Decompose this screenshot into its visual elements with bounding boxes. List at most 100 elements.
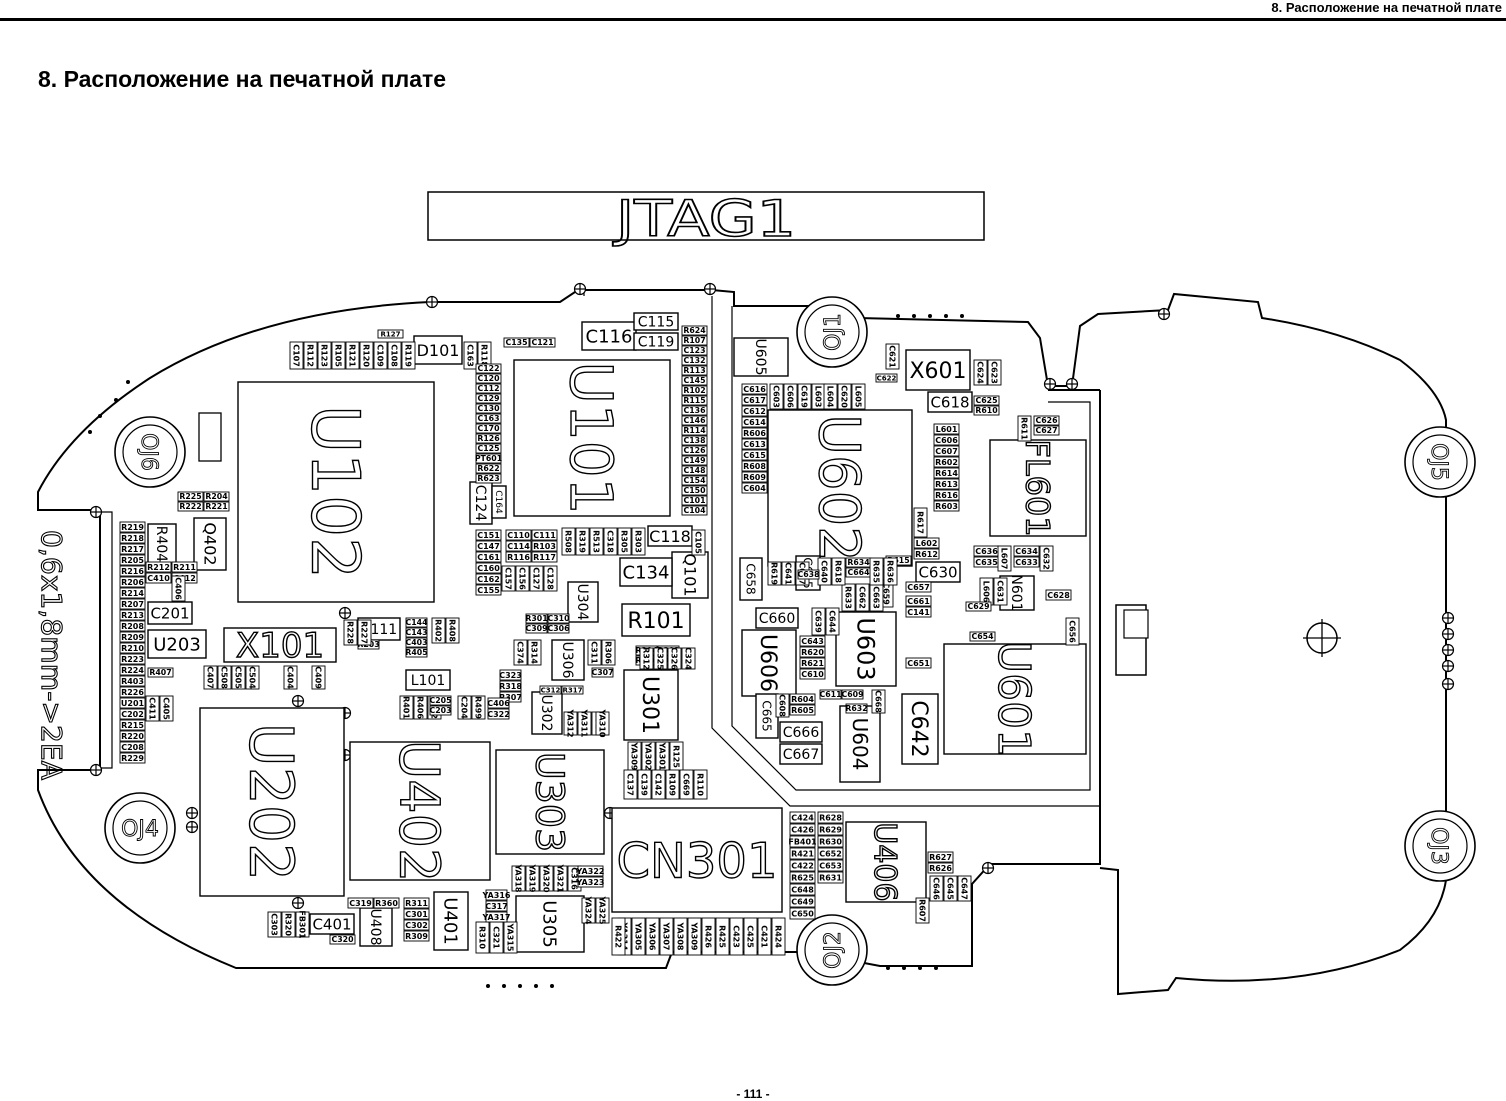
passive-r205: R205: [119, 554, 146, 566]
passive-label: R112: [306, 344, 315, 367]
component-label: FL601: [1018, 439, 1056, 536]
passive-label: C669: [682, 773, 691, 796]
passive-c109: C109: [373, 341, 388, 370]
passive-c139: C139: [637, 769, 652, 800]
passive-label: C150: [684, 486, 707, 495]
passive-label: R636: [886, 560, 895, 583]
component-u301: U301: [623, 669, 679, 741]
passive-label: C650: [791, 909, 814, 918]
passive-label: C320: [332, 935, 355, 944]
component-label: N601: [1008, 574, 1024, 611]
passive-r633: R633: [841, 583, 856, 612]
passive-label: R631: [819, 873, 842, 882]
passive-c303: C303: [267, 911, 282, 938]
passive-c650: C650: [789, 907, 816, 920]
passive-label: C130: [478, 404, 501, 413]
passive-label: R105: [334, 344, 343, 367]
passive-label: C325: [656, 647, 665, 670]
passive-c112: C112: [475, 383, 502, 394]
passive-r630: R630: [817, 835, 844, 848]
passive-label: PT601: [475, 454, 502, 463]
passive-label: C629: [968, 602, 990, 611]
component-c642: C642: [901, 693, 939, 765]
passive-label: YA305: [634, 922, 643, 951]
passive-label: C406: [487, 699, 510, 708]
component-label: U602: [806, 414, 871, 562]
passive-label: C317: [485, 902, 508, 911]
passive-c142: C142: [651, 769, 666, 800]
jtag-box: [427, 191, 985, 241]
passive-c607: C607: [933, 445, 960, 457]
passive-label: YA318: [514, 864, 523, 893]
passive-label: R207: [121, 600, 144, 609]
passive-label: R620: [801, 648, 824, 657]
passive-c208: C208: [119, 741, 146, 753]
passive-c405: C405: [159, 695, 174, 722]
passive-ya324: YA324: [581, 896, 596, 925]
passive-r303: R303: [631, 527, 646, 556]
passive-r425: R425: [715, 917, 730, 956]
passive-label: YA320: [542, 864, 551, 893]
component-r404: R404: [147, 523, 177, 565]
passive-label: C606: [935, 436, 958, 445]
passive-c612: C612: [741, 405, 768, 417]
passive-label: C603: [772, 385, 781, 408]
passive-c155: C155: [475, 584, 502, 596]
mount-hole-label: OJ4: [121, 817, 159, 842]
passive-label: C108: [390, 344, 399, 367]
board-outline: [37, 289, 1447, 996]
passive-label: R306: [604, 641, 613, 664]
passive-label: C127: [532, 567, 541, 590]
component-u102: U102: [237, 381, 435, 603]
passive-label: C147: [477, 542, 500, 551]
passive-r624: R624: [681, 325, 708, 336]
passive-r309: R309: [403, 930, 430, 942]
passive-c632: C632: [1039, 545, 1054, 572]
component-label: C164: [493, 490, 503, 514]
component-label: U408: [367, 909, 383, 946]
passive-label: R426: [704, 925, 713, 948]
passive-c132: C132: [681, 355, 708, 366]
passive-label: R110: [696, 773, 705, 796]
passive-label: R218: [121, 534, 144, 543]
passive-label: R408: [448, 619, 457, 642]
passive-l606: L606: [979, 577, 994, 606]
passive-r225: R225: [177, 491, 204, 502]
passive-l605: L605: [851, 383, 866, 410]
passive-c122: C122: [475, 363, 502, 374]
passive-label: C426: [791, 825, 814, 834]
component-label: C201: [150, 604, 189, 622]
passive-r229: R229: [119, 752, 146, 764]
passive-l607: L607: [997, 545, 1012, 572]
passive-c424: C424: [789, 811, 816, 824]
passive-label: C132: [684, 356, 706, 365]
passive-c323: C323: [499, 669, 522, 681]
passive-ya307: YA307: [659, 917, 674, 956]
passive-label: R121: [348, 344, 357, 367]
component-c618: C618: [927, 391, 973, 413]
passive-label: R114: [683, 426, 706, 435]
component-u401: U401: [433, 891, 469, 951]
passive-r219: R219: [119, 521, 146, 533]
passive-label: C615: [743, 451, 766, 460]
passive-c636: C636: [973, 545, 1000, 557]
component-u304: U304: [567, 581, 599, 623]
passive-c621: C621: [885, 343, 900, 370]
passive-label: YA324: [584, 896, 593, 925]
passive-r623: R623: [475, 473, 502, 484]
passive-c406: C406: [171, 575, 186, 602]
passive-c634: C634: [1013, 545, 1040, 557]
passive-ya310: YA310: [595, 709, 610, 738]
passive-label: R229: [121, 754, 144, 763]
component-label: R101: [627, 609, 684, 634]
component-c658: C658: [739, 557, 763, 601]
passive-label: C306: [548, 624, 570, 633]
passive-label: R618: [834, 560, 843, 583]
passive-r312: R312: [639, 647, 654, 670]
passive-r614: R614: [933, 467, 960, 479]
component-u303: U303: [495, 749, 605, 855]
component-label: C666: [783, 725, 820, 741]
component-label: C630: [918, 563, 957, 581]
passive-c406: C406: [487, 697, 510, 709]
passive-r123: R123: [317, 341, 332, 370]
